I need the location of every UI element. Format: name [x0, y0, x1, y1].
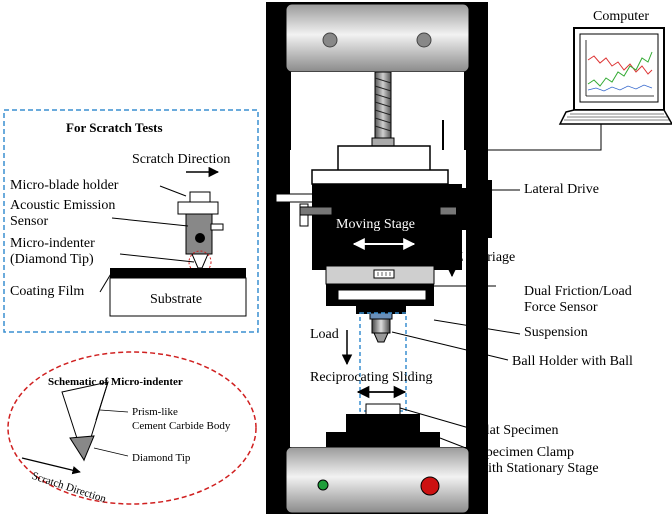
scratch-direction-label: Scratch Direction	[132, 152, 231, 167]
lateral-drive-motor	[456, 180, 492, 238]
acoustic-label-2: Sensor	[10, 214, 49, 229]
computer-label: Computer	[593, 9, 649, 24]
ball-holder	[369, 312, 393, 343]
reciprocating-label: Reciprocating Sliding	[310, 370, 433, 385]
ball-holder-label: Ball Holder with Ball	[512, 354, 633, 369]
schematic-title: Schematic of Micro-indenter	[48, 376, 183, 388]
specimen-clamp-label-1: Specimen Clamp	[478, 445, 575, 460]
indenter-label-2: (Diamond Tip)	[10, 252, 94, 267]
leader-lines	[391, 189, 521, 453]
indenter-label-1: Micro-indenter	[10, 236, 95, 251]
coating-film	[110, 268, 246, 278]
diamond-tip-label: Diamond Tip	[132, 452, 191, 464]
prism-indenter-icon	[61, 381, 109, 462]
carbide-body-label-1: Prism-like	[132, 406, 178, 418]
friction-sensor-label-1: Dual Friction/Load	[524, 284, 632, 299]
moving-stage-block	[312, 184, 462, 270]
moving-stage-label: Moving Stage	[336, 217, 415, 232]
schematic-ellipse	[7, 351, 257, 505]
specimen-clamp-label-2: with Stationary Stage	[478, 461, 599, 476]
suspension-label: Suspension	[524, 325, 588, 340]
friction-sensor-label-2: Force Sensor	[524, 300, 598, 315]
blade-holder-label: Micro-blade holder	[10, 178, 119, 193]
scratch-panel-title: For Scratch Tests	[66, 120, 163, 135]
schematic-scratch-arrow	[21, 457, 81, 475]
flat-specimen-label: Flat Specimen	[478, 423, 559, 438]
reciprocating-zone	[359, 312, 407, 412]
carbide-body-label-2: Cement Carbide Body	[132, 420, 231, 432]
z-carriage-label: Z Carriage	[455, 250, 516, 265]
coating-film-label: Coating Film	[10, 284, 85, 299]
data-cable	[488, 124, 602, 151]
computer-icon: Computer	[558, 9, 672, 125]
plot-thumbnail	[585, 40, 654, 97]
lateral-drive-label: Lateral Drive	[524, 182, 600, 197]
substrate-block	[109, 277, 247, 317]
scratch-test-panel	[3, 109, 259, 333]
specimen-clamp	[346, 414, 420, 436]
led-green-icon	[317, 479, 329, 491]
load-label: Load	[310, 327, 339, 342]
acoustic-label-1: Acoustic Emission	[10, 198, 116, 213]
led-red-icon	[420, 476, 440, 496]
substrate-label: Substrate	[150, 292, 203, 307]
lead-screw	[371, 71, 395, 147]
indenter-tool-icon	[177, 191, 224, 274]
